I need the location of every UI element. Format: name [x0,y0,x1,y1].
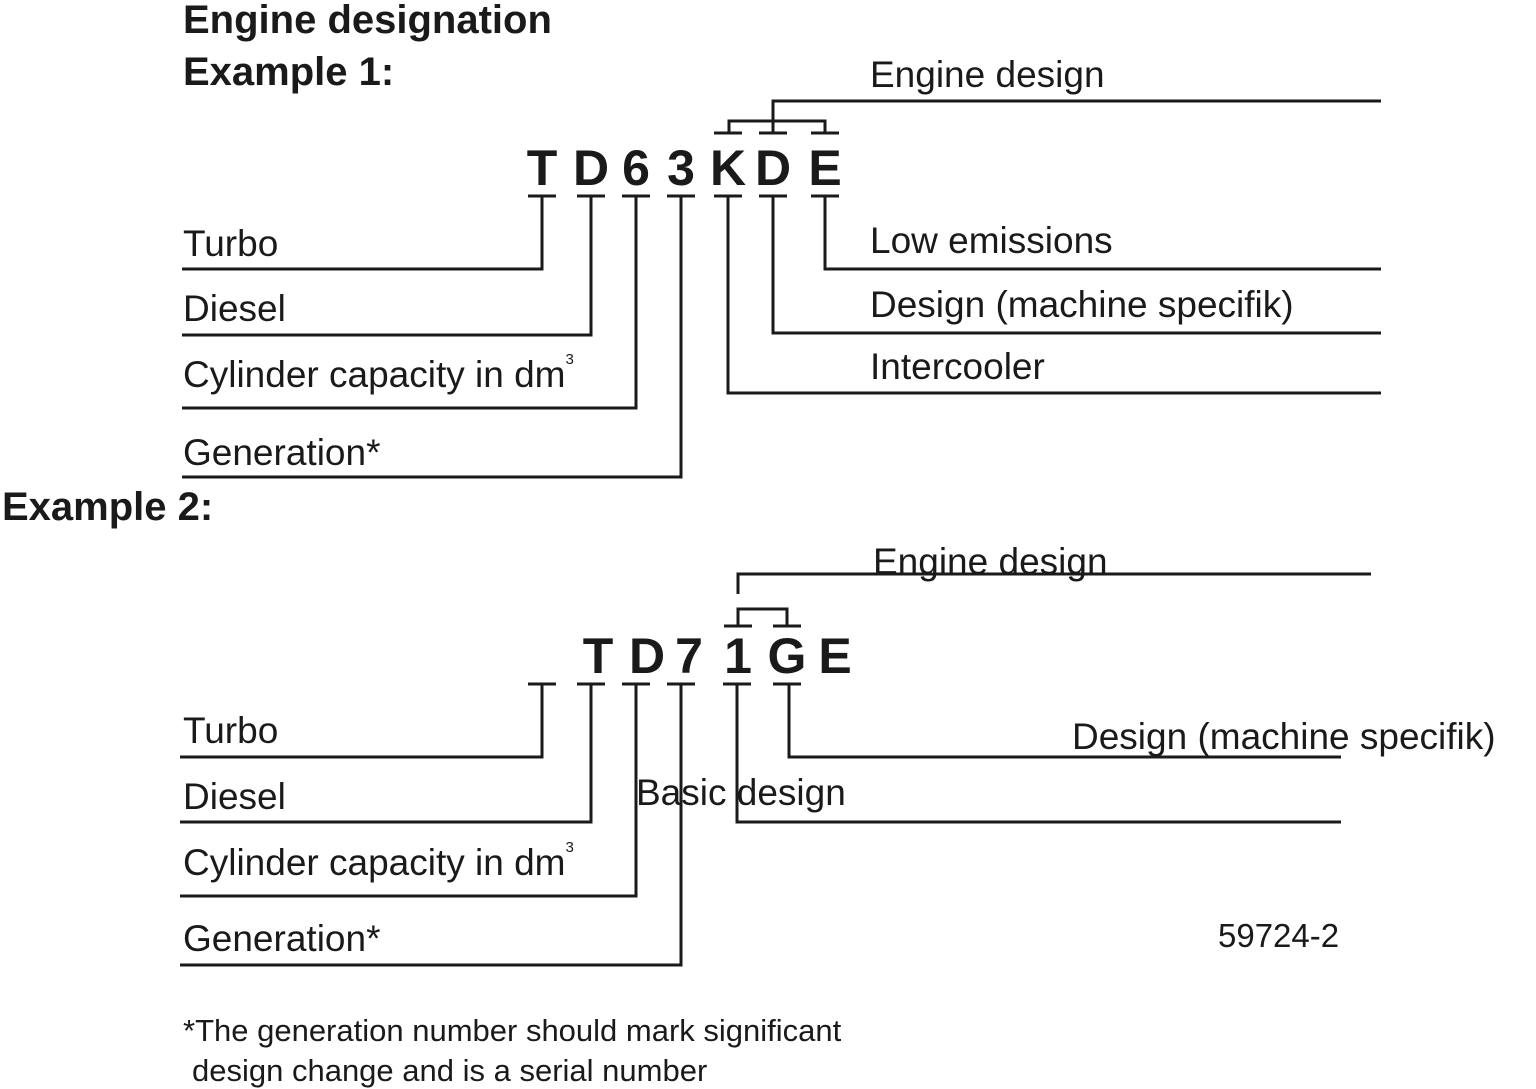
ex1-label-generation: Generation* [183,432,381,473]
ex1-leader-generation [182,196,683,479]
example2-heading: Example 2: [2,485,214,529]
ex2-code-char: 1 [724,628,752,684]
ex1-engine-design-leader [771,99,1381,133]
ex2-label-cylinder-sup: 3 [565,839,574,856]
ex1-label-cylinder-sup: 3 [565,351,574,368]
ex1-leader-intercooler [726,196,1381,395]
ex2-leader-design-machine [787,684,1341,759]
ex1-leader-design-machine [771,196,1381,335]
ex2-leader-cylinder [180,684,638,898]
ex2-engine-design-leader [736,572,1371,594]
footnote-line-1: *The generation number should mark signi… [183,1013,842,1048]
ex1-label-cylinder: Cylinder capacity in dm3 [183,352,574,395]
ex2-label-diesel: Diesel [183,776,286,817]
ex1-code-char: 3 [667,140,695,196]
ex2-engine-design-bracket [736,607,789,626]
ex1-label-engine-design: Engine design [870,54,1105,95]
ex2-leader-basic-design [735,684,1341,824]
ex2-code-char: G [767,628,807,684]
ex2-label-design-machine: Design (machine specifik) [1072,716,1496,757]
ex1-code-char: E [808,140,842,196]
ex2-leader-turbo [180,684,544,759]
ex1-code-char: 6 [622,140,650,196]
ex1-leader-diesel [182,196,593,337]
ex2-label-turbo: Turbo [183,710,279,751]
ex2-code-char: T [582,628,614,684]
ex1-label-design-machine: Design (machine specifik) [870,284,1294,325]
ex2-label-basic-design: Basic design [636,772,846,813]
ex2-label-generation: Generation* [183,918,381,959]
ex1-label-intercooler: Intercooler [870,346,1045,387]
ex1-label-low-emissions: Low emissions [870,220,1113,261]
ex1-code-char: D [754,140,792,196]
ex1-leader-turbo [182,196,544,271]
ex2-leader-diesel [180,684,593,824]
ex2-label-cylinder-text: Cylinder capacity in dm [183,842,566,883]
ex1-label-diesel: Diesel [183,288,286,329]
ex1-label-turbo: Turbo [183,223,279,264]
ex1-code-char: K [709,140,747,196]
figure-reference: 59724-2 [1218,917,1340,954]
footnote-line-2: design change and is a serial number [192,1053,708,1088]
example1-heading: Example 1: [183,50,395,94]
ex1-engine-design-bracket [727,119,827,133]
ex1-code-char: D [572,140,610,196]
page-title: Engine designation [183,0,552,42]
ex1-label-cylinder-text: Cylinder capacity in dm [183,354,566,395]
ex2-code-char: 7 [675,628,703,684]
ex1-leader-cylinder [182,196,638,410]
ex2-leader-generation [180,684,683,967]
ex1-code-char: T [526,140,558,196]
ex2-label-engine-design: Engine design [873,541,1108,582]
ex1-leader-low-emissions [823,196,1381,271]
ex2-code-char: E [818,628,852,684]
ex2-code-char: D [628,628,666,684]
ex2-label-cylinder: Cylinder capacity in dm3 [183,840,574,883]
